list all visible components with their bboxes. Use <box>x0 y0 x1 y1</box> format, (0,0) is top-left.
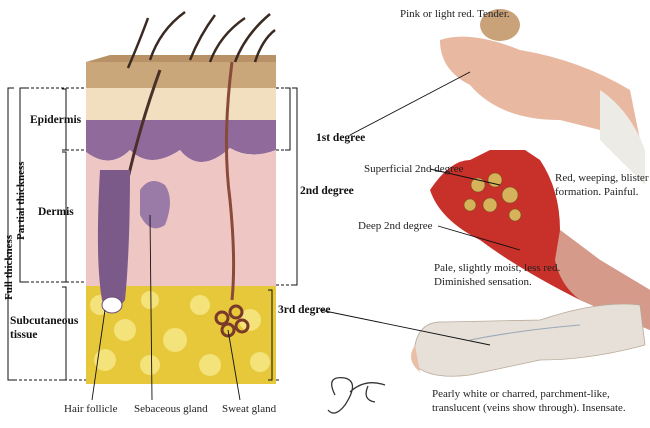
sweat-gland-label: Sweat gland <box>222 403 277 415</box>
superficial-second-description-1: Red, weeping, blister <box>555 172 649 184</box>
dermis-label: Dermis <box>38 206 74 218</box>
third-degree-description-2: translucent (veins show through). Insens… <box>432 402 626 414</box>
subcutaneous-label-2: tissue <box>10 329 37 341</box>
partial-thickness-bracket <box>19 87 26 283</box>
third-degree-label: 3rd degree <box>278 304 330 316</box>
first-degree-description: Pink or light red. Tender. <box>400 8 510 20</box>
skin-cross-section <box>86 10 276 384</box>
artist-signature <box>327 376 386 414</box>
second-degree-label: 2nd degree <box>300 185 354 197</box>
first-degree-bracket <box>285 87 291 151</box>
superficial-second-description-2: formation. Painful. <box>555 186 639 198</box>
stratum-corneum <box>86 88 276 122</box>
partial-thickness-label: Partial thickness <box>15 161 27 240</box>
subcutaneous-label: Subcutaneous <box>10 315 79 327</box>
third-degree-description-1: Pearly white or charred, parchment-like, <box>432 388 610 400</box>
first-degree-patient-illustration <box>440 9 645 185</box>
sebaceous-gland-label: Sebaceous gland <box>134 403 208 415</box>
deep-second-description-2: Diminished sensation. <box>434 276 532 288</box>
sweat-gland <box>214 304 250 338</box>
third-degree-bracket <box>268 289 273 381</box>
deep-second-description-1: Pale, slightly moist, less red. <box>434 262 560 274</box>
second-degree-bracket <box>292 87 298 286</box>
third-degree-leg-illustration <box>411 303 646 377</box>
full-thickness-label: Full thickness <box>3 234 15 300</box>
sebaceous-gland <box>140 181 170 229</box>
full-thickness-bracket <box>7 87 14 381</box>
superficial-second-degree-label: Superficial 2nd degree <box>364 163 464 175</box>
deep-second-degree-label: Deep 2nd degree <box>358 220 433 232</box>
hair-follicle-label: Hair follicle <box>64 403 118 415</box>
epidermis-label: Epidermis <box>30 114 82 126</box>
hair-follicle <box>97 170 130 309</box>
hairs <box>126 10 276 69</box>
first-degree-label: 1st degree <box>316 132 365 144</box>
layer-brackets <box>62 88 67 381</box>
